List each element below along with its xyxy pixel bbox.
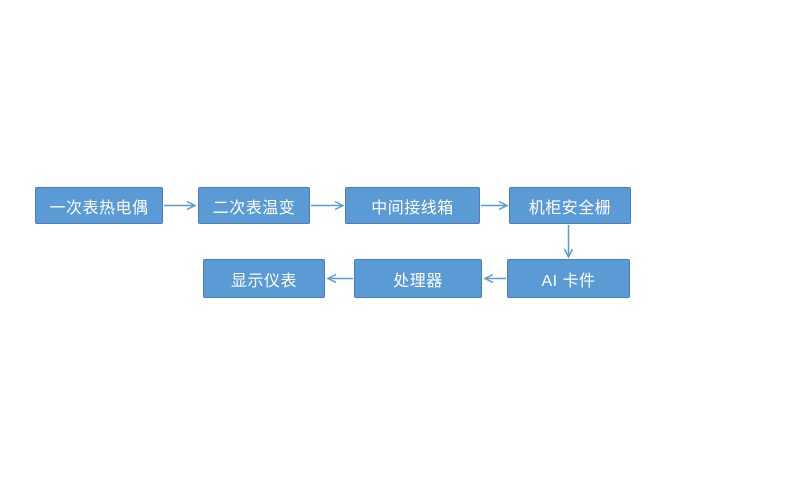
node-primary-thermocouple: 一次表热电偶 [35,187,163,224]
node-display-instrument: 显示仪表 [203,259,325,298]
node-intermediate-junction-box: 中间接线箱 [345,187,480,224]
node-secondary-transmitter: 二次表温变 [198,187,310,224]
node-processor: 处理器 [354,259,482,298]
node-cabinet-safety-barrier: 机柜安全栅 [509,187,631,224]
node-ai-card: AI 卡件 [507,259,630,298]
